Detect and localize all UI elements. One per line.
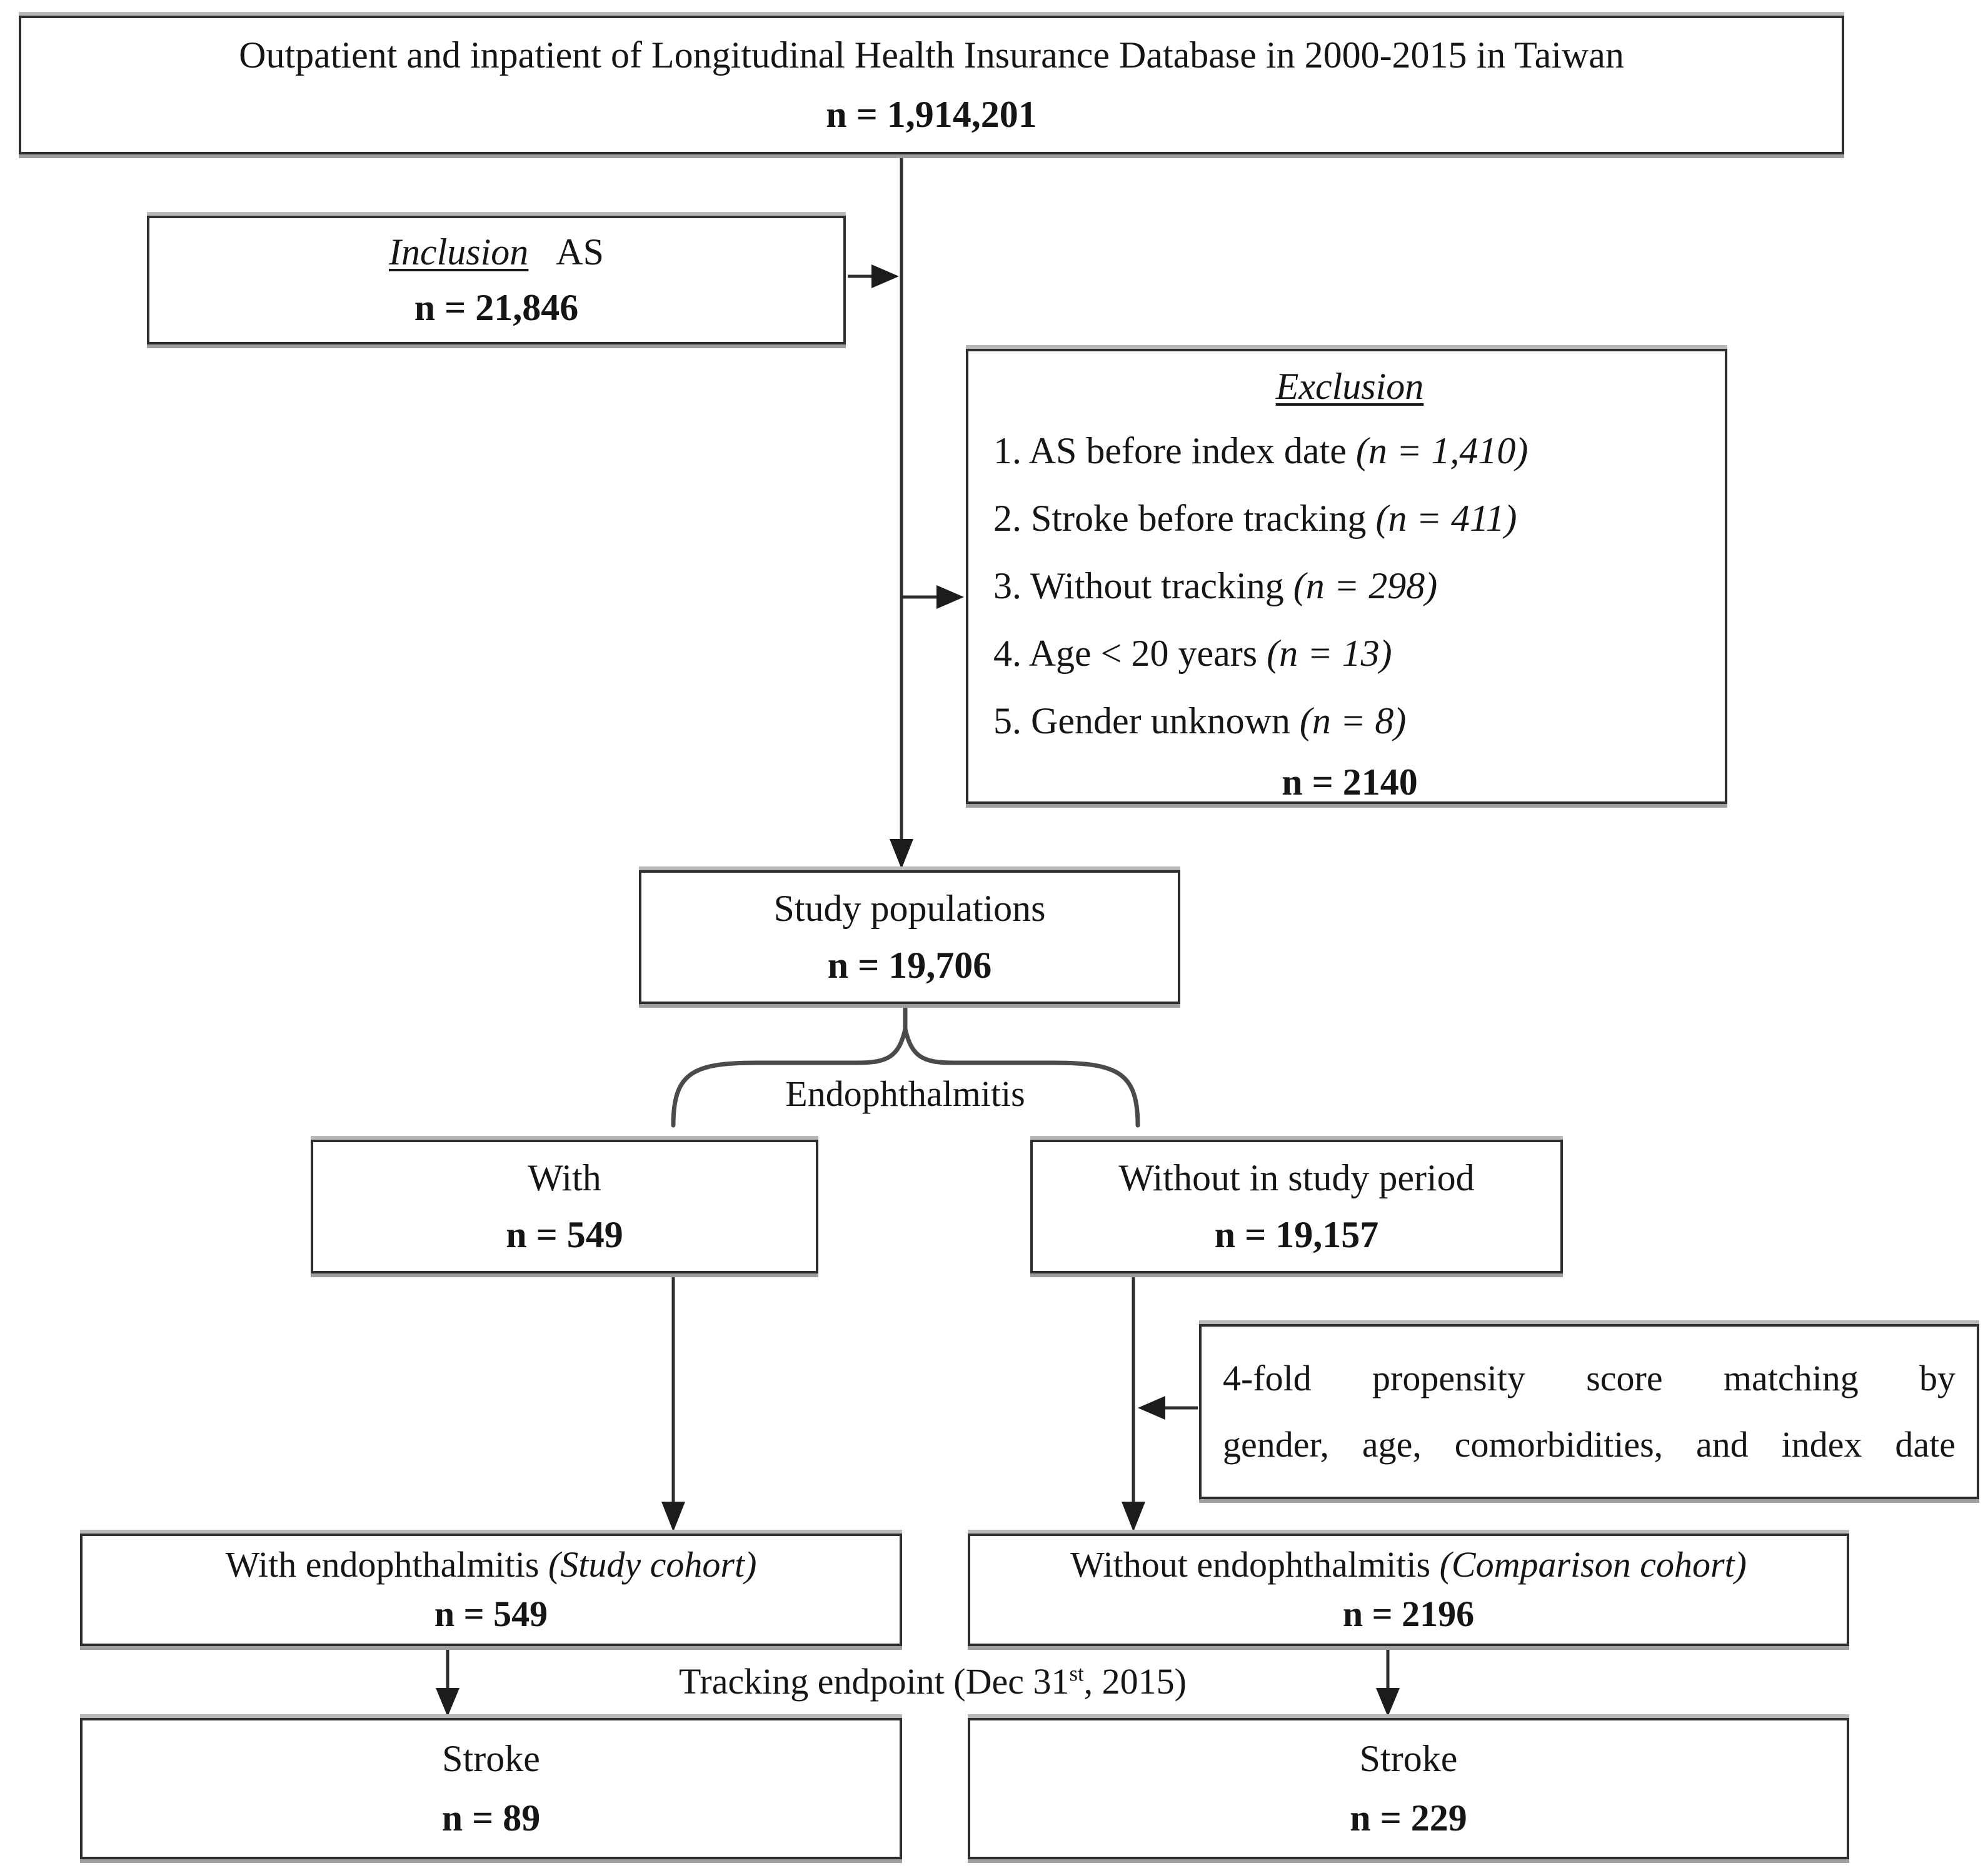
without-endophthalmitis-box: Without in study period n = 19,157 — [1030, 1140, 1563, 1273]
matching-line1: 4-fold propensity score matching by — [1223, 1357, 1955, 1398]
stroke-comparison-n: n = 229 — [1350, 1797, 1467, 1839]
with-title: With — [528, 1157, 601, 1198]
comparison-cohort-title-italic: (Comparison cohort) — [1439, 1544, 1747, 1585]
study-cohort-title-text: With endophthalmitis — [225, 1544, 548, 1585]
tracking-endpoint-label: Tracking endpoint (Dec 31st, 2015) — [679, 1660, 1187, 1702]
stroke-comparison-title: Stroke — [1359, 1737, 1458, 1779]
exclusion-item-text: 3. Without tracking — [993, 565, 1293, 606]
comparison-cohort-title-text: Without endophthalmitis — [1070, 1544, 1440, 1585]
study-populations-n: n = 19,706 — [827, 945, 992, 987]
stroke-study-box: Stroke n = 89 — [80, 1718, 902, 1859]
with-branch-arrow — [661, 1275, 685, 1532]
study-cohort-title: With endophthalmitis (Study cohort) — [226, 1544, 757, 1586]
source-population-title: Outpatient and inpatient of Longitudinal… — [239, 34, 1624, 76]
branch-brace — [671, 1002, 1140, 1128]
exclusion-item: 3. Without tracking (n = 298) — [993, 552, 1706, 620]
tracking-endpoint-prefix: Tracking endpoint (Dec 31 — [678, 1661, 1070, 1702]
exclusion-item-note: (n = 1,410) — [1355, 430, 1529, 471]
comparison-cohort-n: n = 2196 — [1342, 1594, 1475, 1635]
inclusion-title-word: Inclusion — [388, 231, 529, 273]
stroke-study-n: n = 89 — [441, 1797, 541, 1839]
study-populations-title: Study populations — [773, 887, 1046, 929]
stroke-comparison-box: Stroke n = 229 — [968, 1718, 1849, 1859]
exclusion-item-note: (n = 411) — [1375, 498, 1517, 539]
source-population-n: n = 1,914,201 — [826, 93, 1037, 135]
exclusion-item-text: 5. Gender unknown — [993, 700, 1300, 741]
without-title: Without in study period — [1118, 1157, 1475, 1198]
inclusion-n: n = 21,846 — [414, 287, 579, 328]
exclusion-item-note: (n = 298) — [1293, 565, 1438, 606]
exclusion-item-note: (n = 13) — [1267, 633, 1392, 674]
study-cohort-title-italic: (Study cohort) — [548, 1544, 757, 1585]
propensity-matching-box: 4-fold propensity score matching by gend… — [1199, 1324, 1979, 1499]
stroke-study-title: Stroke — [442, 1737, 540, 1779]
study-cohort-box: With endophthalmitis (Study cohort) n = … — [80, 1534, 902, 1646]
study-cohort-n: n = 549 — [434, 1594, 548, 1635]
matching-line2: gender, age, comorbidities, and index da… — [1223, 1424, 1955, 1465]
branch-label: Endophthalmitis — [785, 1073, 1025, 1114]
exclusion-item: 2. Stroke before tracking (n = 411) — [993, 485, 1706, 552]
comparison-cohort-down-arrow — [1376, 1648, 1400, 1717]
with-endophthalmitis-box: With n = 549 — [311, 1140, 818, 1273]
tracking-endpoint-sup: st — [1069, 1661, 1084, 1686]
comparison-cohort-title: Without endophthalmitis (Comparison coho… — [1070, 1544, 1747, 1586]
without-n: n = 19,157 — [1214, 1214, 1379, 1256]
matching-arrow — [1138, 1396, 1198, 1420]
exclusion-item-text: 2. Stroke before tracking — [993, 498, 1376, 539]
inclusion-arrow — [848, 264, 899, 288]
study-cohort-down-arrow — [436, 1648, 459, 1717]
source-population-box: Outpatient and inpatient of Longitudinal… — [19, 16, 1844, 154]
inclusion-title-rest: AS — [556, 231, 604, 273]
exclusion-n: n = 2140 — [1282, 761, 1418, 803]
exclusion-item: 4. Age < 20 years (n = 13) — [993, 620, 1706, 687]
exclusion-arrow — [903, 585, 964, 609]
exclusion-item-text: 1. AS before index date — [993, 430, 1356, 471]
study-populations-box: Study populations n = 19,706 — [639, 870, 1180, 1004]
exclusion-item: 1. AS before index date (n = 1,410) — [993, 417, 1706, 485]
tracking-endpoint-suffix: , 2015) — [1083, 1661, 1187, 1702]
inclusion-box: Inclusion AS n = 21,846 — [147, 216, 846, 344]
exclusion-item: 5. Gender unknown (n = 8) — [993, 687, 1706, 755]
comparison-cohort-box: Without endophthalmitis (Comparison coho… — [968, 1534, 1849, 1646]
exclusion-title: Exclusion — [1275, 366, 1424, 407]
inclusion-title: Inclusion AS — [389, 231, 604, 274]
exclusion-item-note: (n = 8) — [1299, 700, 1407, 741]
exclusion-box: Exclusion 1. AS before index date (n = 1… — [966, 349, 1727, 804]
main-flow-line — [890, 154, 913, 869]
without-branch-arrow — [1122, 1275, 1145, 1532]
with-n: n = 549 — [506, 1214, 623, 1256]
exclusion-item-text: 4. Age < 20 years — [993, 633, 1267, 674]
